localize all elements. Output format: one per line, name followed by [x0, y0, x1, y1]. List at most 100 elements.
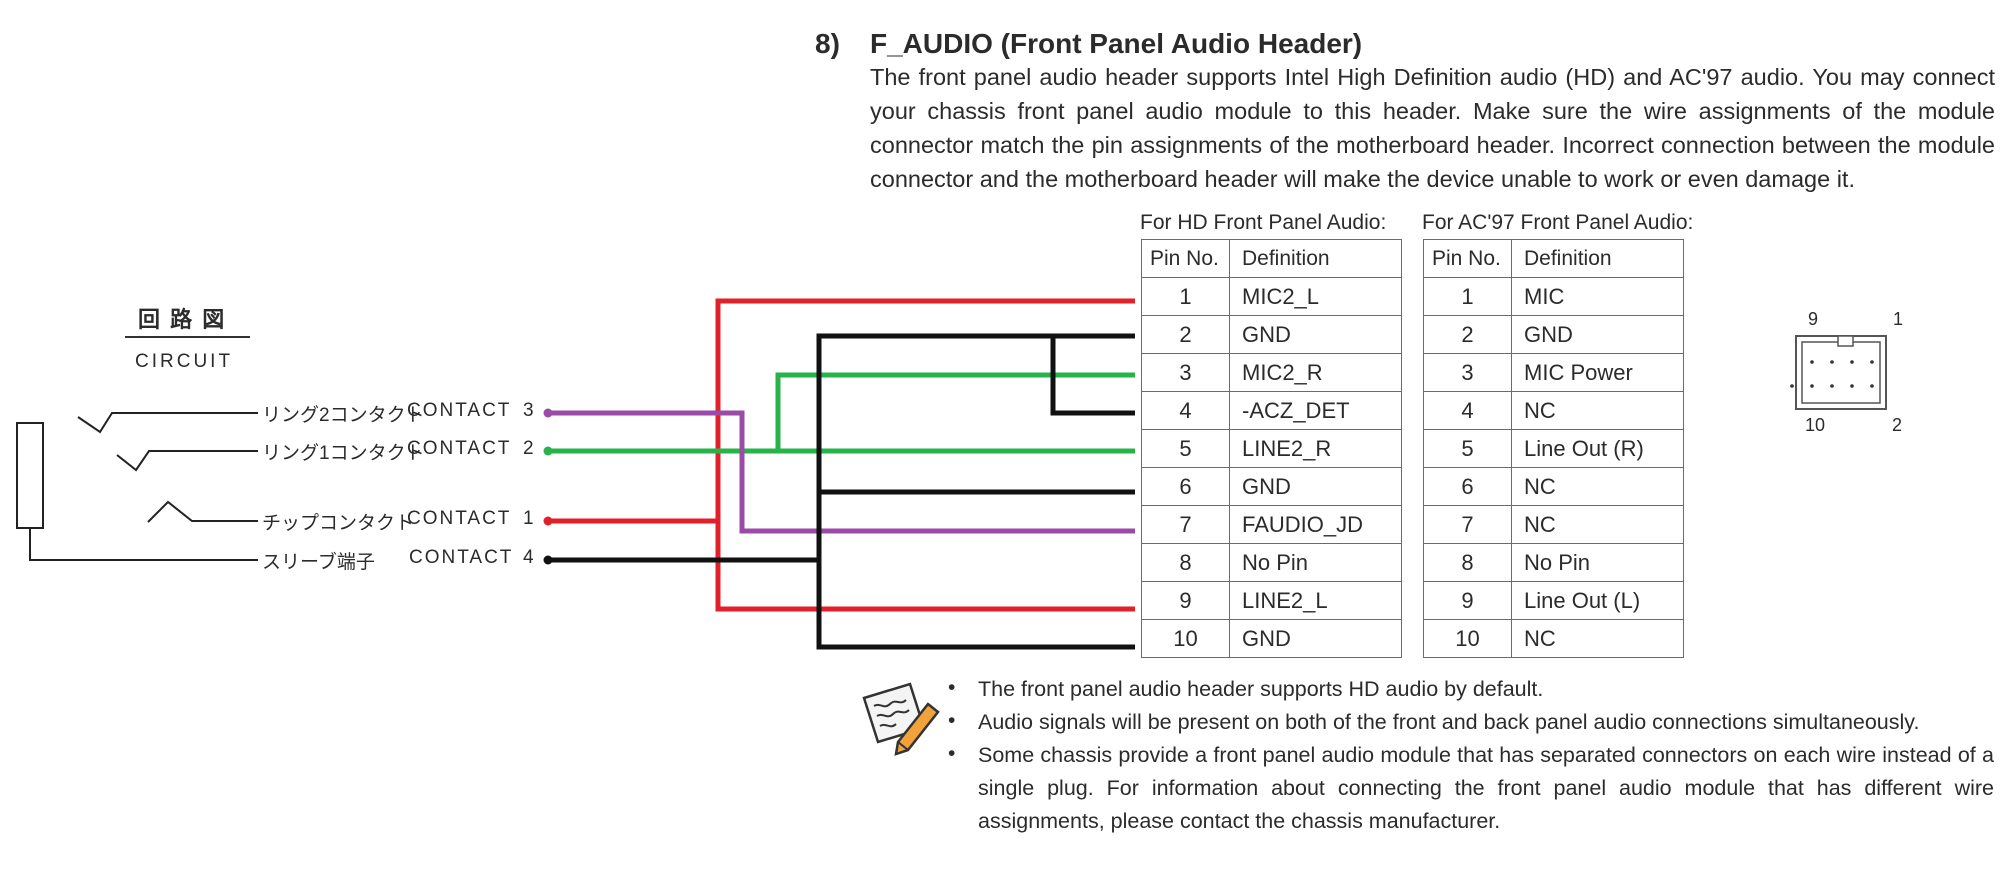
purple-wire [548, 410, 1135, 534]
jack-body [16, 422, 44, 529]
note-item: Audio signals will be present on both of… [978, 710, 1920, 734]
contact-4-jp-label: スリーブ端子 [262, 552, 375, 573]
pin-number: 9 [1423, 581, 1512, 620]
table-row: 4-ACZ_DET [1141, 391, 1402, 430]
pin-number: 2 [1141, 315, 1230, 354]
contact-4-label: CONTACT [409, 547, 514, 568]
column-header-definition: Definition [1511, 239, 1684, 278]
contact-3-terminal [543, 408, 553, 418]
contact-1-label: CONTACT [407, 508, 512, 529]
section-title: F_AUDIO (Front Panel Audio Header) [870, 28, 1363, 59]
pin-number: 3 [1423, 353, 1512, 392]
contact-2-number: 2 [523, 438, 534, 459]
header-pin-9-label: 9 [1808, 309, 1819, 329]
pin-number: 7 [1141, 505, 1230, 544]
pin-number: 8 [1141, 543, 1230, 582]
pin-number: 9 [1141, 581, 1230, 620]
contact-2-terminal [543, 446, 553, 456]
ac97-table-caption: For AC'97 Front Panel Audio: [1422, 211, 1694, 234]
pin-definition: GND [1511, 315, 1684, 354]
column-header-pin: Pin No. [1423, 239, 1512, 278]
contact-1-jp-label: チップコンタクト [262, 513, 415, 534]
pin-definition: GND [1229, 467, 1402, 506]
pin-definition: MIC Power [1511, 353, 1684, 392]
pin-number: 1 [1141, 277, 1230, 316]
contact-3-label: CONTACT [407, 400, 512, 421]
black-wire [548, 333, 1135, 650]
pin-number: 4 [1423, 391, 1512, 430]
pin-number: 6 [1141, 467, 1230, 506]
column-header-definition: Definition [1229, 239, 1402, 278]
note-bullet: • [948, 676, 956, 699]
contact-4-terminal [543, 555, 553, 565]
pin-number: 10 [1423, 619, 1512, 658]
contact-1-number: 1 [523, 508, 534, 529]
section-number: 8) [815, 28, 840, 59]
green-wire [548, 372, 1135, 454]
header-pin-1-label: 1 [1893, 309, 1904, 329]
pin-number: 3 [1141, 353, 1230, 392]
header-connector-diagram [1790, 335, 1887, 410]
pin-number: 1 [1423, 277, 1512, 316]
pin-definition: Line Out (R) [1511, 429, 1684, 468]
note-item: Some chassis provide a front panel audio… [978, 743, 1994, 833]
pin-definition: LINE2_R [1229, 429, 1402, 468]
note-item: The front panel audio header supports HD… [978, 677, 1544, 701]
pin-definition: No Pin [1229, 543, 1402, 582]
pin-number: 2 [1423, 315, 1512, 354]
red-wire [548, 298, 1135, 612]
header-pin-10-label: 10 [1805, 415, 1826, 435]
pin-number: 6 [1423, 467, 1512, 506]
pin-definition: Line Out (L) [1511, 581, 1684, 620]
ring1-contact-spring [116, 450, 258, 472]
note-bullet: • [948, 709, 956, 732]
pin-definition: GND [1229, 619, 1402, 658]
sleeve-lead [29, 528, 258, 561]
contact-4-number: 4 [523, 547, 534, 568]
circuit-title-jp: 回 路 図 [138, 307, 227, 332]
pin-definition: No Pin [1511, 543, 1684, 582]
note-pencil-icon [862, 682, 940, 756]
section-intro: The front panel audio header supports In… [870, 64, 1995, 192]
table-header-row: Pin No. Definition [1423, 239, 1684, 278]
ring2-contact-spring [77, 412, 258, 434]
pin-number: 5 [1141, 429, 1230, 468]
table-header-row: Pin No. Definition [1141, 239, 1402, 278]
contact-3-number: 3 [523, 400, 534, 421]
pin-definition: GND [1229, 315, 1402, 354]
contact-3-jp-label: リング2コンタクト [262, 405, 425, 426]
column-header-pin: Pin No. [1141, 239, 1230, 278]
contact-2-jp-label: リング1コンタクト [262, 443, 425, 464]
pin-number: 5 [1423, 429, 1512, 468]
pin-definition: NC [1511, 619, 1684, 658]
hd-table-caption: For HD Front Panel Audio: [1140, 211, 1387, 234]
pin-definition: LINE2_L [1229, 581, 1402, 620]
pin-definition: MIC [1511, 277, 1684, 316]
tip-contact-spring [147, 500, 258, 523]
contact-2-label: CONTACT [407, 438, 512, 459]
circuit-title-en: CIRCUIT [135, 351, 234, 372]
note-bullet: • [948, 742, 956, 765]
pin-number: 10 [1141, 619, 1230, 658]
pin-definition: MIC2_R [1229, 353, 1402, 392]
